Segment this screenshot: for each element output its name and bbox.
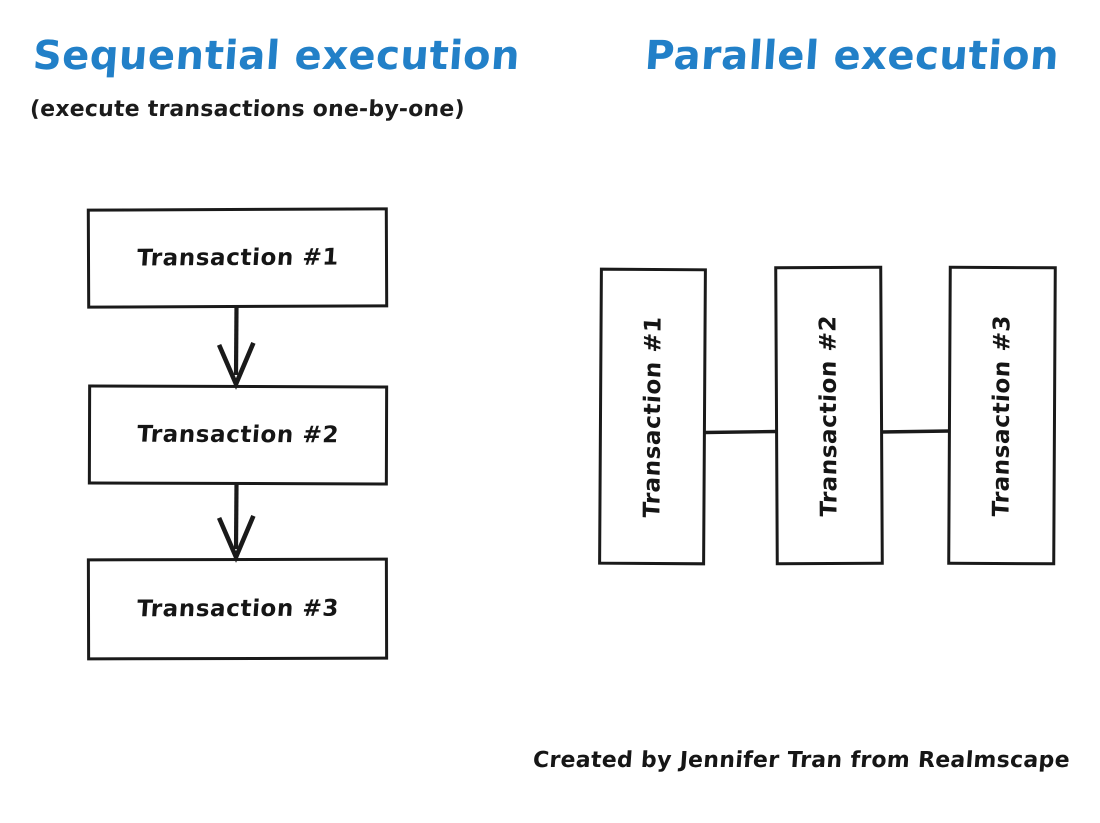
parallel-box-2-label: Transaction #2 [815, 313, 843, 518]
parallel-box-transaction-1[interactable]: Transaction #1 [598, 267, 707, 566]
sequential-arrow-2 [216, 483, 256, 563]
parallel-connector-2 [880, 429, 951, 434]
parallel-connector-1 [704, 429, 778, 435]
footer-credit: Created by Jennifer Tran from Realmscape [532, 748, 1071, 773]
sequential-box-1-label: Transaction #1 [135, 244, 340, 272]
sequential-arrow-1 [216, 306, 256, 390]
sequential-box-transaction-1[interactable]: Transaction #1 [86, 207, 389, 309]
sequential-title: Sequential execution [31, 33, 522, 79]
sequential-box-2-label: Transaction #2 [136, 421, 340, 449]
sequential-subtitle: (execute transactions one-by-one) [29, 97, 466, 122]
parallel-box-1-label: Transaction #1 [638, 314, 667, 519]
sequential-box-transaction-3[interactable]: Transaction #3 [86, 557, 389, 661]
sequential-box-3-label: Transaction #3 [135, 595, 340, 623]
parallel-box-transaction-2[interactable]: Transaction #2 [774, 265, 884, 566]
parallel-box-3-label: Transaction #3 [988, 313, 1016, 518]
parallel-title: Parallel execution [643, 33, 1061, 79]
parallel-box-transaction-3[interactable]: Transaction #3 [947, 265, 1057, 566]
sequential-box-transaction-2[interactable]: Transaction #2 [87, 384, 389, 486]
